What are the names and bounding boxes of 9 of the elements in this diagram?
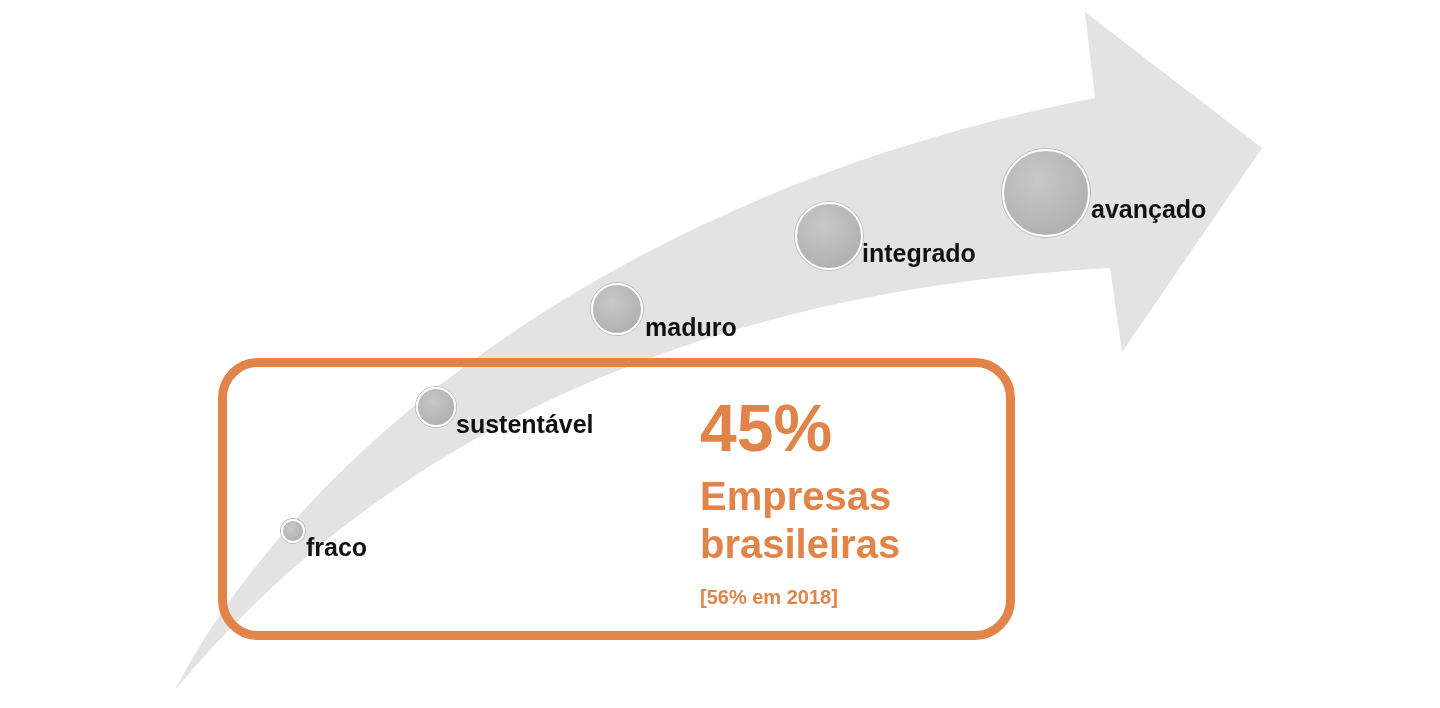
highlight-frame (218, 358, 1015, 640)
stage-label: integrado (862, 239, 976, 268)
stage-label: maduro (645, 313, 737, 342)
comparison-note: [56% em 2018] (700, 585, 839, 609)
stat-label: Empresas brasileiras (700, 473, 902, 568)
stage-label: avançado (1091, 195, 1207, 224)
stage-label: sustentável (456, 410, 594, 439)
stage-label: fraco (306, 533, 368, 562)
percentage-value: 45% (700, 390, 834, 467)
